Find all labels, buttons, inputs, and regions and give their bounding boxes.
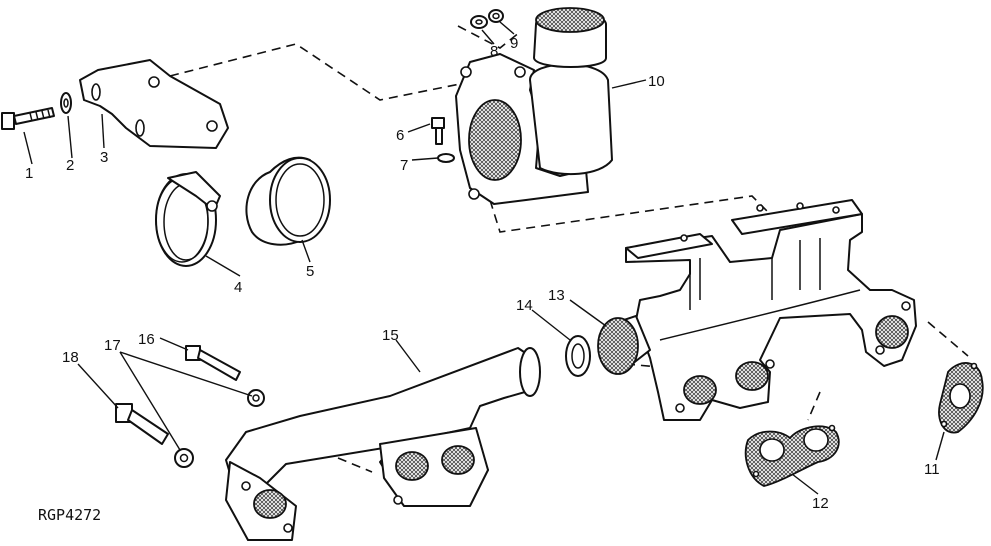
part-6-bolt <box>431 117 445 145</box>
part-2-washer <box>60 92 72 114</box>
callout-14: 14 <box>516 297 533 314</box>
assembly-guide-lines <box>169 25 969 473</box>
callout-8: 8 <box>490 43 498 60</box>
callout-10: 10 <box>648 73 665 90</box>
callout-6: 6 <box>396 127 404 144</box>
callout-4: 4 <box>234 279 242 296</box>
callout-leaders <box>23 21 945 495</box>
callout-1: 1 <box>25 165 33 182</box>
part-15-front-manifold <box>225 347 541 541</box>
part-10-elbow <box>455 7 613 205</box>
callout-13: 13 <box>548 287 565 304</box>
callout-7: 7 <box>400 157 408 174</box>
part-17-washers <box>174 389 265 468</box>
callout-9: 9 <box>510 35 518 52</box>
figure-code: RGP4272 <box>38 506 101 524</box>
callout-15: 15 <box>382 327 399 344</box>
part-13-adapter <box>597 315 651 375</box>
part-18-cap-screw <box>115 403 169 445</box>
part-7-washer <box>437 153 455 163</box>
callout-labels: 1 2 3 4 5 6 7 8 9 10 11 12 13 14 15 16 1… <box>25 35 940 512</box>
callout-2: 2 <box>66 157 74 174</box>
callout-18: 18 <box>62 349 79 366</box>
part-11-gasket <box>938 362 984 434</box>
part-4-clamp <box>155 171 221 267</box>
callout-3: 3 <box>100 149 108 166</box>
part-12-gasket <box>744 424 840 487</box>
part-5-sleeve <box>245 156 331 246</box>
callout-11: 11 <box>924 461 940 478</box>
part-14-seal-ring <box>565 335 591 377</box>
callout-5: 5 <box>306 263 314 280</box>
part-8-washer <box>470 15 488 29</box>
rear-exhaust-manifold <box>625 199 917 421</box>
callout-17: 17 <box>104 337 121 354</box>
part-16-stud <box>185 345 241 381</box>
callout-16: 16 <box>138 331 155 348</box>
callout-12: 12 <box>812 495 829 512</box>
part-3-bracket <box>79 59 229 149</box>
part-1-bolt <box>1 107 55 130</box>
part-9-nut <box>488 9 504 23</box>
